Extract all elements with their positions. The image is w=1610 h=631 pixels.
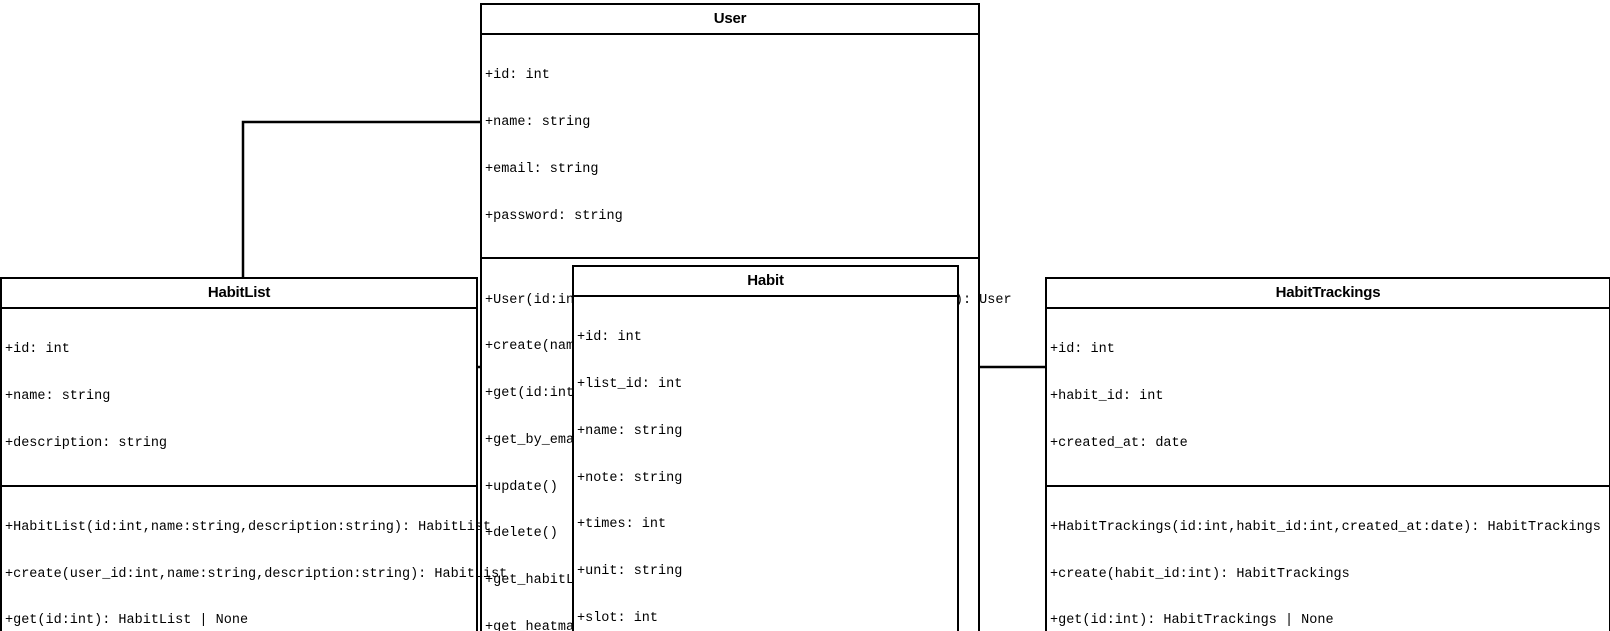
class-box-habitlist[interactable]: HabitList +id: int +name: string +descri… xyxy=(0,277,508,631)
attribute-row: +id: int xyxy=(485,68,550,84)
attribute-row: +list_id: int xyxy=(577,376,683,392)
method-row: +delete() xyxy=(485,526,558,542)
attribute-row: +created_at: date xyxy=(1050,435,1188,451)
method-row: +create(user_id:int,name:string,descript… xyxy=(5,566,508,582)
method-row: +HabitList(id:int,name:string,descriptio… xyxy=(5,519,492,535)
attribute-row: +name: string xyxy=(5,388,111,404)
attribute-row: +name: string xyxy=(577,423,683,439)
attribute-row: +password: string xyxy=(485,208,623,224)
class-attributes-user: +id: int +name: string +email: string +p… xyxy=(482,35,978,260)
class-attributes-habitlist: +id: int +name: string +description: str… xyxy=(2,309,476,487)
attribute-row: +id: int xyxy=(5,342,70,358)
class-title-habit: Habit xyxy=(574,267,957,297)
class-box-habittrackings[interactable]: HabitTrackings +id: int +habit_id: int +… xyxy=(1045,277,1610,631)
method-row: +HabitTrackings(id:int,habit_id:int,crea… xyxy=(1050,519,1601,535)
method-row: +get(id:int): HabitList | None xyxy=(5,613,249,629)
attribute-row: +name: string xyxy=(485,114,591,130)
attribute-row: +unit: string xyxy=(577,564,683,580)
attribute-row: +slot: int xyxy=(577,610,659,626)
attribute-row: +description: string xyxy=(5,435,168,451)
attribute-row: +habit_id: int xyxy=(1050,388,1164,404)
attribute-row: +note: string xyxy=(577,470,683,486)
class-methods-habittrackings: +HabitTrackings(id:int,habit_id:int,crea… xyxy=(1047,486,1609,631)
class-title-habittrackings: HabitTrackings xyxy=(1047,279,1609,309)
class-title-habitlist: HabitList xyxy=(2,279,476,309)
attribute-row: +id: int xyxy=(577,330,642,346)
method-row: +create(habit_id:int): HabitTrackings xyxy=(1050,566,1350,582)
attribute-row: +email: string xyxy=(485,161,599,177)
class-box-habit[interactable]: Habit +id: int +list_id: int +name: stri… xyxy=(572,265,959,631)
method-row: +update() xyxy=(485,479,558,495)
edge-user-habitlist xyxy=(241,120,480,278)
class-attributes-habit: +id: int +list_id: int +name: string +no… xyxy=(574,297,957,631)
class-title-user: User xyxy=(482,5,978,35)
class-attributes-habittrackings: +id: int +habit_id: int +created_at: dat… xyxy=(1047,309,1609,487)
attribute-row: +id: int xyxy=(1050,342,1115,358)
attribute-row: +times: int xyxy=(577,517,667,533)
method-row: +get(id:int): HabitTrackings | None xyxy=(1050,613,1334,629)
class-methods-habitlist: +HabitList(id:int,name:string,descriptio… xyxy=(2,486,508,631)
